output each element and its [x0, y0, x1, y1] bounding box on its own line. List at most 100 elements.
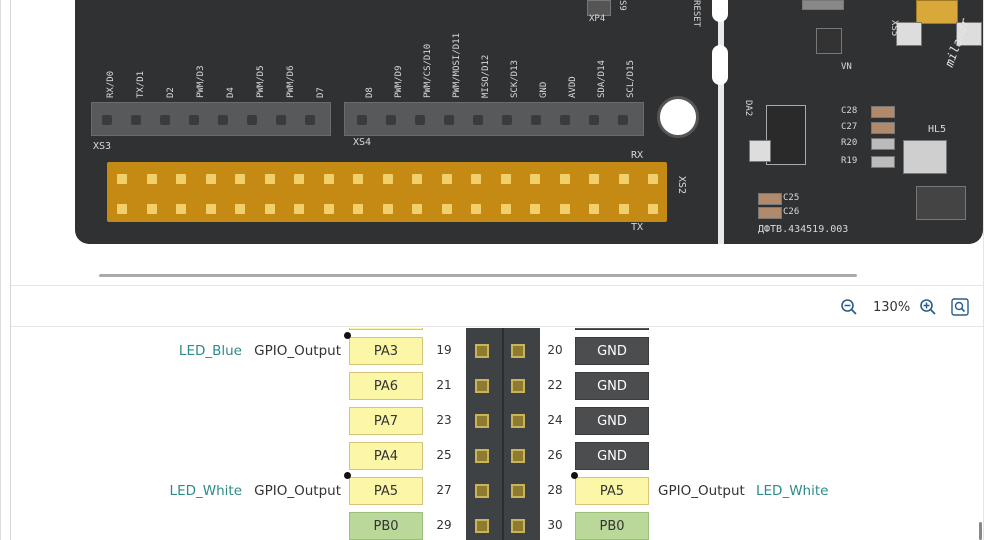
vertical-scrollbar-track[interactable]: [983, 0, 1001, 540]
zoom-fit-icon[interactable]: [951, 298, 969, 316]
s9-label: S9: [617, 0, 627, 11]
header-hole: [189, 115, 199, 125]
r20-label: R20: [841, 138, 858, 148]
right-pin-box[interactable]: PA5: [575, 477, 649, 505]
left-function-label[interactable]: LED_White: [169, 483, 242, 499]
tx-label: TX: [631, 222, 644, 233]
right-function-label[interactable]: LED_White: [756, 483, 829, 499]
header-hole: [357, 115, 367, 125]
right-header-pin[interactable]: [511, 484, 525, 498]
xs3-pin-label: D2: [166, 87, 176, 98]
da2-regulator: [766, 105, 806, 165]
left-pin-marker: [344, 472, 351, 479]
right-header-pin[interactable]: [511, 344, 525, 358]
header-hole: [160, 115, 170, 125]
left-pin-box[interactable]: PA3: [349, 337, 423, 365]
left-function-label[interactable]: LED_Blue: [178, 343, 242, 359]
xs4-pin-label: PWM/CS/D10: [423, 43, 433, 98]
right-header-pin[interactable]: [511, 379, 525, 393]
left-header-pin[interactable]: [475, 449, 489, 463]
xs4-pin-label: PWM/D9: [394, 65, 404, 98]
header-pad: [146, 174, 157, 184]
r19-part: [871, 156, 895, 168]
header-pad: [500, 174, 511, 184]
left-mode-label[interactable]: GPIO_Output: [254, 343, 341, 359]
da2-label: DA2: [743, 100, 753, 117]
rx-label: RX: [631, 150, 644, 161]
left-pin-box[interactable]: PA4: [349, 442, 423, 470]
left-header-pin[interactable]: [475, 414, 489, 428]
xs3-pin-label: PWM/D6: [286, 65, 296, 98]
xs4-pin-label: SDA/D14: [597, 60, 607, 98]
jumper-header: [916, 186, 966, 220]
vn-label: VN: [841, 62, 852, 72]
right-pin-box[interactable]: GND: [575, 337, 649, 365]
c25-part: [758, 193, 782, 205]
header-pad: [382, 204, 393, 214]
connector-separator: [502, 328, 504, 540]
zoom-out-icon[interactable]: [840, 298, 858, 316]
left-header-pin[interactable]: [475, 484, 489, 498]
header-pad: [530, 174, 540, 184]
left-pin-box[interactable]: PA6: [349, 372, 423, 400]
header-pad: [500, 204, 511, 214]
xp4-label: XP4: [589, 14, 606, 24]
header-pad: [559, 204, 570, 214]
vn-transistor: [816, 28, 842, 54]
left-border: [10, 0, 11, 540]
header-pad: [589, 174, 599, 184]
left-pin-box[interactable]: PB0: [349, 512, 423, 540]
c26-label: C26: [783, 207, 800, 217]
right-header-pin[interactable]: [511, 414, 525, 428]
r20-part: [871, 138, 895, 150]
left-mode-label[interactable]: GPIO_Output: [254, 483, 341, 499]
right-mode-label[interactable]: GPIO_Output: [658, 483, 745, 499]
zoom-in-icon[interactable]: [919, 298, 937, 316]
c27-part: [871, 122, 895, 134]
right-pin-box[interactable]: GND: [575, 372, 649, 400]
xs3-pin-label: PWM/D3: [196, 65, 206, 98]
left-header-pin[interactable]: [475, 519, 489, 533]
xs2-header: [107, 162, 667, 222]
left-pin-box[interactable]: PA7: [349, 407, 423, 435]
right-header-pin[interactable]: [511, 519, 525, 533]
header-pad: [117, 174, 127, 184]
xs4-pin-label: SCL/D15: [626, 60, 636, 98]
header-pad: [618, 174, 629, 184]
header-pad: [323, 174, 334, 184]
c25-label: C25: [783, 193, 800, 203]
header-hole: [560, 115, 570, 125]
right-pin-box[interactable]: GND: [575, 442, 649, 470]
left-header-pin[interactable]: [475, 379, 489, 393]
header-pad: [382, 174, 393, 184]
header-pad: [441, 204, 452, 214]
header-pad: [176, 204, 186, 214]
left-pin-number: 27: [436, 483, 452, 497]
header-hole: [247, 115, 257, 125]
header-hole: [305, 115, 315, 125]
left-header-pin[interactable]: [475, 344, 489, 358]
right-header-pin[interactable]: [511, 449, 525, 463]
c27-label: C27: [841, 122, 858, 132]
left-pin-box[interactable]: PA5: [349, 477, 423, 505]
usb-connector: [916, 0, 958, 24]
hl5-label: HL5: [928, 124, 947, 135]
vertical-scrollbar-thumb[interactable]: [979, 522, 982, 540]
xs4-pin-label: PWM/MOSI/D11: [452, 32, 462, 98]
r19-label: R19: [841, 156, 858, 166]
right-pin-box[interactable]: PB0: [575, 512, 649, 540]
xs3-pin-label: PWM/D5: [256, 65, 266, 98]
header-pad: [589, 204, 599, 214]
header-pad: [353, 174, 363, 184]
header-hole: [502, 115, 512, 125]
header-hole: [618, 115, 628, 125]
xs3-header: [91, 102, 331, 136]
xs3-pin-label: RX/D0: [106, 70, 116, 98]
right-pin-box[interactable]: GND: [575, 407, 649, 435]
zoom-level: 130%: [873, 300, 911, 315]
mount-hole: [657, 96, 699, 138]
horizontal-scrollbar[interactable]: [99, 274, 857, 277]
partial-pin-box-left: [349, 328, 423, 330]
